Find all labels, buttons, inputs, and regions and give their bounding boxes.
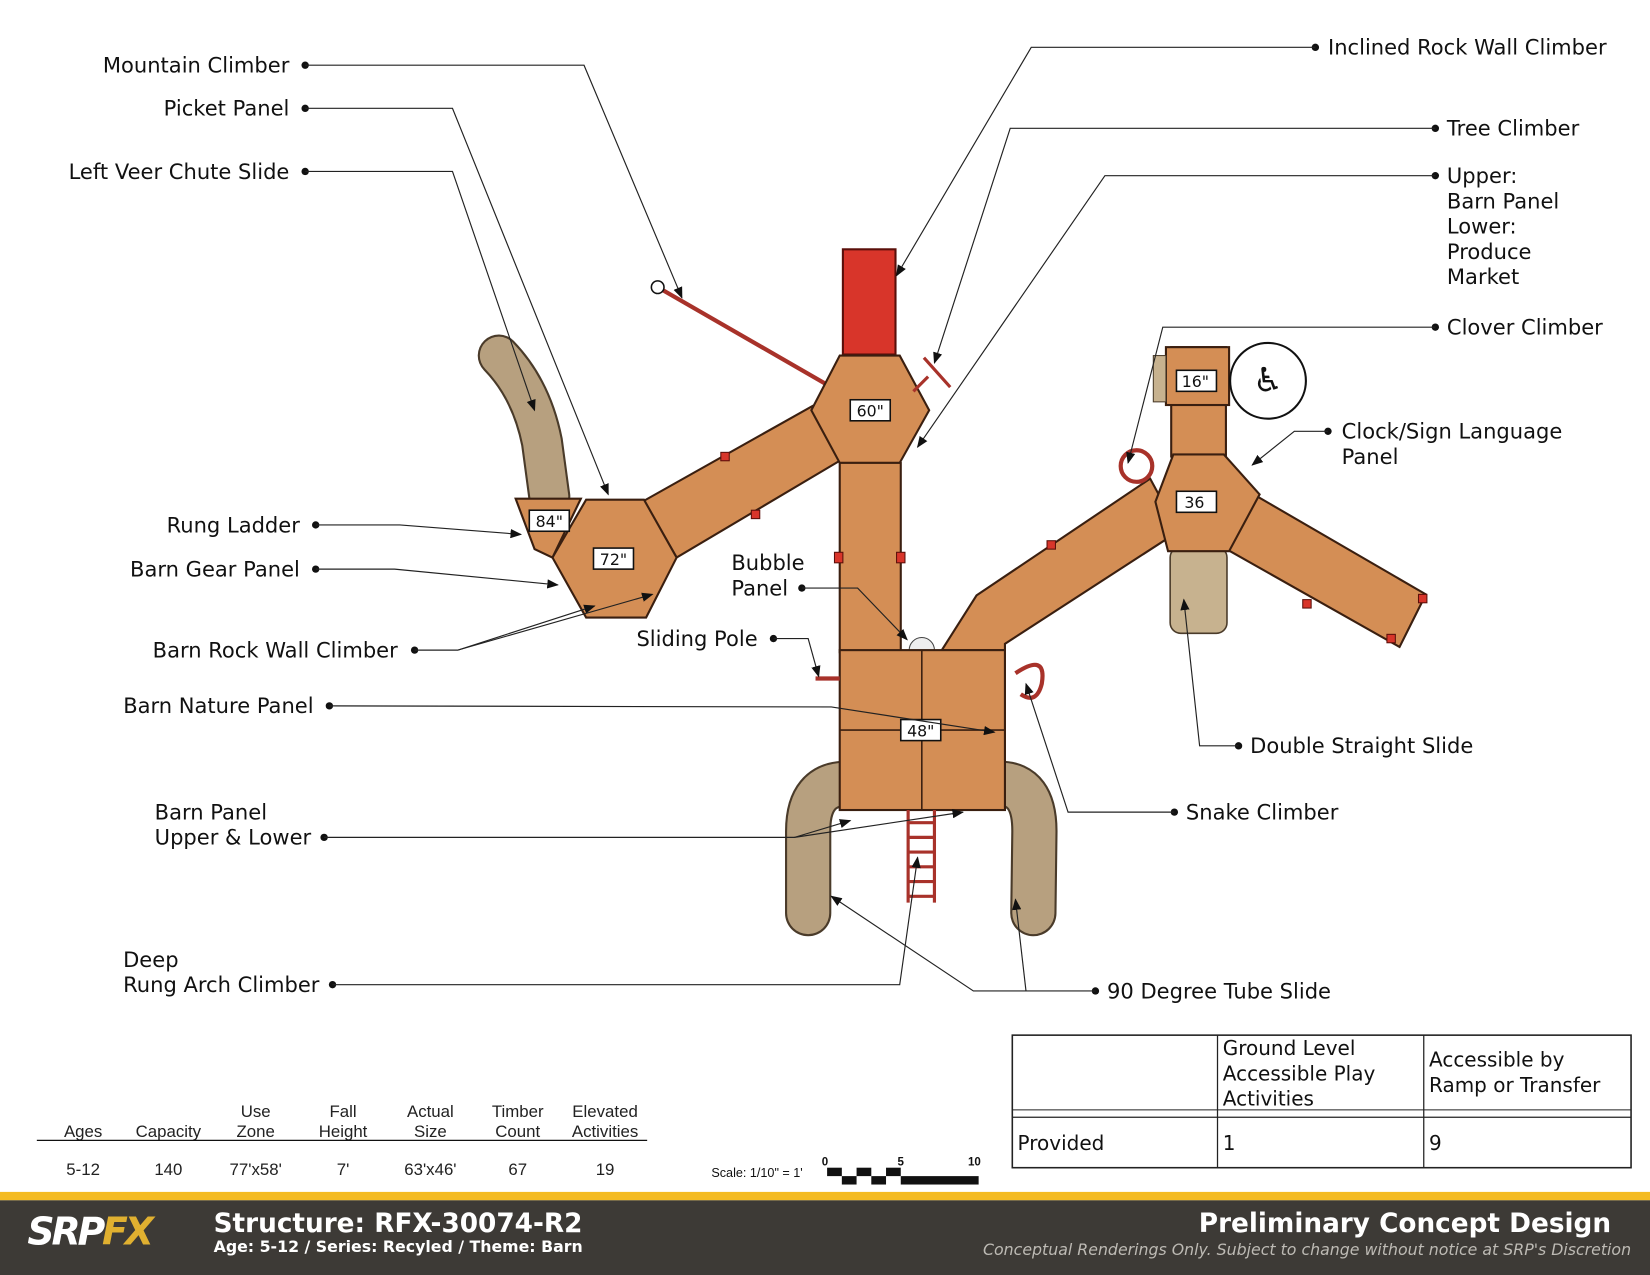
stat-header: Timber: [492, 1102, 544, 1121]
label-upper-lower-2: Barn Panel: [1447, 188, 1559, 213]
stat-header: Elevated: [572, 1102, 638, 1121]
stat-header: Capacity: [136, 1122, 202, 1141]
label-double-straight-slide: Double Straight Slide: [1250, 733, 1473, 758]
stat-header: Zone: [237, 1122, 275, 1141]
structure-title: Structure: RFX-30074-R2: [214, 1209, 583, 1239]
scale-bar: Scale: 1/10" = 1' 0 5 10: [711, 1157, 981, 1185]
scale-tick: 0: [822, 1157, 828, 1169]
stat-header: Size: [414, 1122, 447, 1141]
stat-header: Use: [241, 1102, 271, 1121]
label-bubble-line1: Bubble: [731, 550, 804, 575]
label-left-veer-chute-slide: Left Veer Chute Slide: [69, 159, 290, 184]
stat-header: Fall: [329, 1102, 356, 1121]
label-snake-climber: Snake Climber: [1186, 799, 1339, 824]
label-upper-lower-3: Lower:: [1447, 214, 1517, 239]
disclaimer: Conceptual Renderings Only. Subject to c…: [983, 1240, 1631, 1259]
deck-height-48: 48": [907, 721, 934, 740]
preliminary-title: Preliminary Concept Design: [1199, 1209, 1611, 1239]
stat-header: Actual: [407, 1102, 454, 1121]
stat-value-fall-height: 7': [337, 1160, 350, 1179]
label-mountain-climber: Mountain Climber: [103, 53, 290, 78]
footer: SRPFX Structure: RFX-30074-R2 Age: 5-12 …: [0, 1191, 1650, 1275]
deep-rung-arch-climber: [906, 810, 937, 903]
access-header-ground-level: Activities: [1223, 1087, 1314, 1111]
label-barn-panel-line2: Upper & Lower: [155, 825, 312, 850]
label-upper-lower-1: Upper:: [1447, 163, 1517, 188]
inclined-rock-wall-climber: [841, 248, 897, 356]
deck-height-36: 36: [1184, 493, 1204, 512]
scale-tick: 10: [968, 1157, 981, 1169]
label-barn-nature-panel: Barn Nature Panel: [123, 693, 313, 718]
stat-value-capacity: 140: [154, 1160, 182, 1179]
mountain-climber: [650, 280, 833, 389]
label-barn-gear-panel: Barn Gear Panel: [130, 556, 300, 581]
label-picket-panel: Picket Panel: [164, 96, 290, 121]
access-header-ramp: Ramp or Transfer: [1429, 1073, 1601, 1097]
label-upper-lower-4: Produce: [1447, 239, 1532, 264]
label-clover-climber: Clover Climber: [1447, 315, 1603, 340]
label-inclined-rock-wall-climber: Inclined Rock Wall Climber: [1328, 35, 1607, 60]
access-header-ground-level: Accessible Play: [1223, 1061, 1376, 1085]
stat-header: Height: [319, 1122, 368, 1141]
accessibility-table: Ground Level Accessible Play Activities …: [1011, 1034, 1632, 1169]
stat-value-ages: 5-12: [66, 1160, 100, 1179]
deck-height-16: 16": [1182, 372, 1209, 391]
access-ground-level-value: 1: [1223, 1131, 1236, 1155]
deck-height-60: 60": [857, 402, 884, 421]
deck-height-72: 72": [600, 550, 627, 569]
svg-text:SRPFX: SRPFX: [27, 1209, 155, 1253]
stat-header: Count: [495, 1122, 540, 1141]
play-structure: 60" 72" 84" 48" 36 16" ♿: [477, 248, 1428, 937]
stat-value-actual-size: 63'x46': [404, 1160, 456, 1179]
deck-height-84: 84": [536, 512, 563, 531]
access-header-ramp: Accessible by: [1429, 1048, 1565, 1072]
label-barn-rock-wall-climber: Barn Rock Wall Climber: [153, 637, 398, 662]
deck-height-tags: 60" 72" 84" 48" 36 16": [528, 369, 1218, 742]
left-veer-chute-slide: [477, 334, 571, 518]
stat-value-timber-count: 67: [508, 1160, 527, 1179]
label-tube-slide: 90 Degree Tube Slide: [1107, 978, 1331, 1003]
wheelchair-accessible-icon: ♿: [1229, 341, 1307, 420]
label-clock-line1: Clock/Sign Language: [1342, 419, 1563, 444]
access-row-label: Provided: [1018, 1131, 1105, 1155]
svg-text:♿: ♿: [1253, 360, 1283, 399]
access-ramp-value: 9: [1429, 1131, 1442, 1155]
bridge-left: [642, 404, 842, 559]
scale-label: Scale: 1/10" = 1': [711, 1166, 802, 1180]
bridge-right: [939, 477, 1180, 652]
stat-header: Ages: [64, 1122, 102, 1141]
stat-value-elevated-activities: 19: [596, 1160, 615, 1179]
callouts: Mountain Climber Picket Panel Left Veer …: [69, 35, 1607, 1004]
label-upper-lower-5: Market: [1447, 264, 1519, 289]
label-deep-rung-line2: Rung Arch Climber: [123, 972, 320, 997]
label-tree-climber: Tree Climber: [1446, 116, 1580, 141]
label-sliding-pole: Sliding Pole: [636, 626, 757, 651]
label-deep-rung-line1: Deep: [123, 947, 178, 972]
double-straight-slide: [1169, 546, 1228, 635]
tree-climber: [912, 356, 952, 393]
snake-climber: [1014, 662, 1045, 700]
stat-value-use-zone: 77'x58': [230, 1160, 282, 1179]
access-header-ground-level: Ground Level: [1223, 1036, 1356, 1060]
scale-tick: 5: [898, 1157, 905, 1169]
structure-subtitle: Age: 5-12 / Series: Recyled / Theme: Bar…: [214, 1237, 583, 1256]
label-bubble-line2: Panel: [731, 575, 788, 600]
clover-climber: [1118, 448, 1155, 484]
label-barn-panel-line1: Barn Panel: [155, 799, 267, 824]
label-clock-line2: Panel: [1342, 444, 1399, 469]
label-rung-ladder: Rung Ladder: [167, 512, 301, 537]
srpfx-logo: SRPFX: [27, 1209, 159, 1253]
stat-header: Activities: [572, 1122, 638, 1141]
bridge-far-right: [1221, 490, 1428, 649]
